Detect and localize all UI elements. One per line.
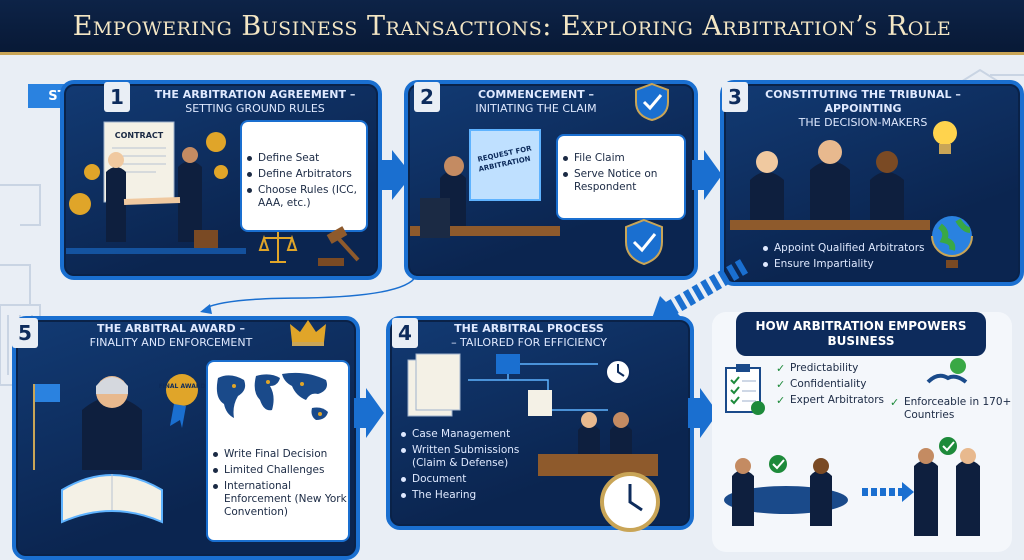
- step-2-illustration: REQUEST FOR ARBITRATION: [410, 129, 560, 238]
- step-4-title: The Arbitral Process: [454, 322, 604, 335]
- step-2-list: File Claim Serve Notice on Respondent: [562, 152, 682, 197]
- step-2-title: Commencement –: [477, 88, 595, 101]
- step-4-list: Case Management Written Submissions (Cla…: [400, 428, 550, 505]
- list-item: Confidentiality: [776, 378, 886, 391]
- step-5-title: The Arbitral Award –: [97, 322, 245, 335]
- step-4-illustration: [407, 353, 658, 476]
- gavel-icon: [318, 226, 360, 266]
- arrow-to-5: [200, 275, 417, 314]
- step-3-heading: Constituting the Tribunal – Appointing t…: [758, 88, 968, 130]
- step-4-heading: The Arbitral Process – Tailored for Effi…: [424, 322, 634, 350]
- shield-check-icon: [625, 218, 663, 266]
- empowers-box: How Arbitration Empowers Business: [712, 312, 1012, 552]
- alarm-clock-icon: [600, 472, 660, 532]
- globe-icon: [931, 216, 973, 268]
- step-3-subtitle: the Decision-Makers: [798, 116, 928, 129]
- crown-icon: [290, 320, 326, 346]
- step-3-list: Appoint Qualified Arbitrators Ensure Imp…: [762, 242, 932, 274]
- check-icon: [769, 455, 787, 473]
- list-item: Define Arbitrators: [246, 168, 366, 181]
- step-2-number: 2: [414, 82, 440, 112]
- step-5-heading: The Arbitral Award – Finality and Enforc…: [46, 322, 296, 350]
- list-item: Appoint Qualified Arbitrators: [762, 242, 932, 255]
- step-1-illustration: CONTRACT: [66, 121, 246, 254]
- list-item: Serve Notice on Respondent: [562, 168, 682, 194]
- scale-icon: [258, 232, 298, 263]
- step-5-number: 5: [12, 318, 38, 348]
- title-banner: Empowering Business Transactions: Explor…: [0, 0, 1024, 55]
- list-item: Enforceable in 170+ Countries: [890, 396, 1014, 422]
- step-1-list: Define Seat Define Arbitrators Choose Ru…: [246, 152, 366, 213]
- lightbulb-icon: [933, 121, 957, 154]
- flag-icon: [34, 384, 60, 402]
- step-5-illustration: FINAL AWARD: [33, 374, 206, 524]
- gear-icon: [69, 132, 228, 215]
- step-2-panel: [556, 134, 686, 220]
- shield-icon: [635, 82, 669, 122]
- step-5-list: Write Final Decision Limited Challenges …: [212, 448, 348, 522]
- step-2-heading: Commencement – Initiating the Claim: [446, 88, 626, 116]
- step-5-subtitle: Finality and Enforcement: [89, 336, 253, 349]
- arrow-1-to-2: [378, 150, 412, 200]
- clipboard-icon: [725, 364, 765, 415]
- list-item: Limited Challenges: [212, 464, 348, 477]
- list-item: Predictability: [776, 362, 886, 375]
- world-map-icon: [216, 372, 328, 420]
- list-item: Expert Arbitrators: [776, 394, 886, 407]
- empowers-title: How Arbitration Empowers Business: [736, 312, 986, 356]
- meeting-illustration: [724, 437, 980, 536]
- list-item: Choose Rules (ICC, AAA, etc.): [246, 184, 366, 210]
- arrow-4-to-empowers: [688, 388, 718, 438]
- list-item: Case Management: [400, 428, 550, 441]
- list-item: Write Final Decision: [212, 448, 348, 461]
- step-3-illustration: [730, 140, 930, 230]
- handshake-globe-icon: [926, 358, 968, 384]
- list-item: International Enforcement (New York Conv…: [212, 480, 348, 519]
- step-1-heading: The Arbitration Agreement – Setting Grou…: [140, 88, 370, 116]
- step-1-subtitle: Setting Ground Rules: [185, 102, 325, 115]
- empowers-list: Predictability Confidentiality Expert Ar…: [776, 362, 886, 410]
- list-item: Written Submissions (Claim & Defense): [400, 444, 550, 470]
- arrow-5-to-4: [354, 388, 384, 438]
- step-1-title: The Arbitration Agreement –: [154, 88, 356, 101]
- step-1-number: 1: [104, 82, 130, 112]
- step-3-number: 3: [722, 82, 748, 112]
- list-item: Define Seat: [246, 152, 366, 165]
- step-2-subtitle: Initiating the Claim: [475, 102, 597, 115]
- step-4-subtitle: – Tailored for Efficiency: [451, 336, 607, 349]
- arrow-2-to-3: [692, 150, 722, 200]
- step-3-title: Constituting the Tribunal – Appointing: [765, 88, 961, 115]
- list-item: Document: [400, 473, 550, 486]
- final-award-label: FINAL AWARD: [159, 383, 206, 390]
- step-4-number: 4: [392, 318, 418, 348]
- step-1-panel: [240, 120, 368, 232]
- empowers-side-list: Enforceable in 170+ Countries: [890, 396, 1014, 425]
- page-title: Empowering Business Transactions: Explor…: [72, 10, 952, 42]
- list-item: The Hearing: [400, 489, 550, 502]
- list-item: Ensure Impartiality: [762, 258, 932, 271]
- contract-label: CONTRACT: [115, 131, 164, 140]
- list-item: File Claim: [562, 152, 682, 165]
